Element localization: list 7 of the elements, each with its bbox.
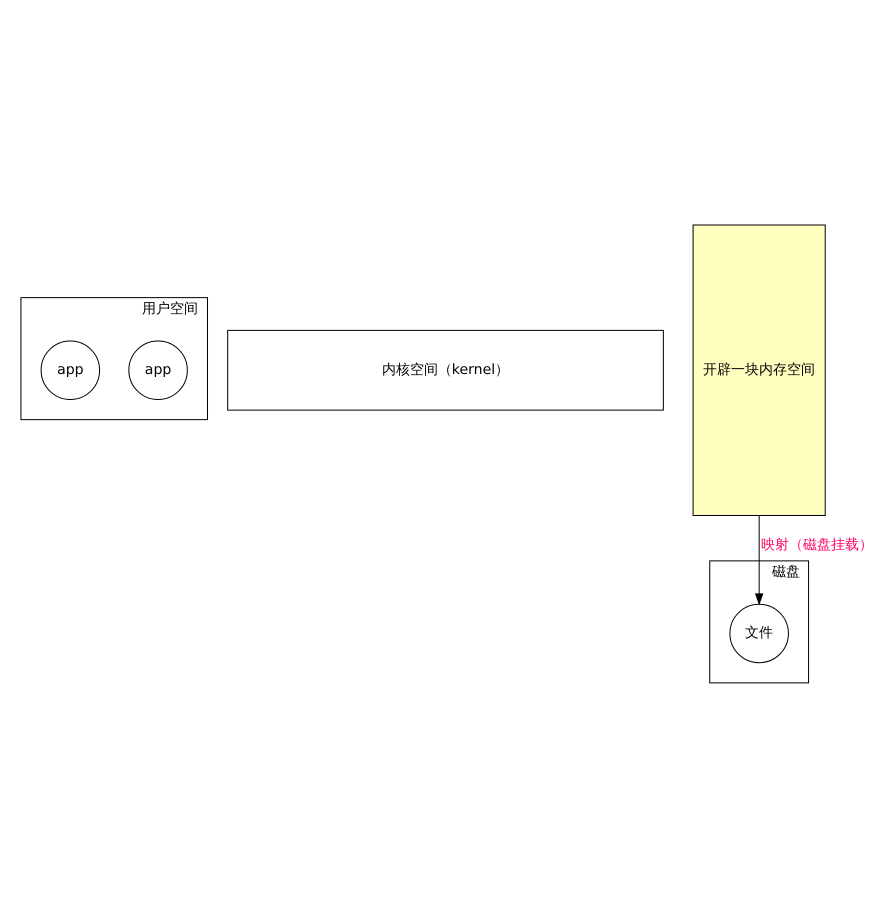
node-circle: app — [128, 340, 188, 400]
arrow — [754, 516, 764, 606]
edge-label: 映射（磁盘挂载） — [761, 536, 874, 553]
node-circle: app — [40, 340, 100, 400]
node-box: 开辟一块内存空间 — [692, 224, 826, 516]
node-box: 内核空间（kernel） — [227, 330, 664, 411]
node-circle: 文件 — [729, 604, 789, 664]
